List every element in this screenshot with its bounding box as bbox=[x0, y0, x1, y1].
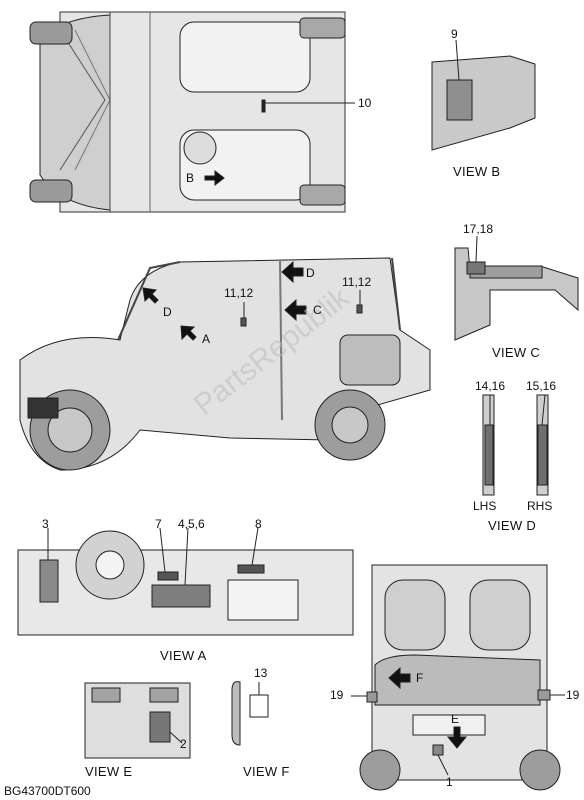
view-c-title: VIEW C bbox=[492, 345, 541, 360]
callout-19-left: 19 bbox=[330, 688, 344, 702]
view-f-title: VIEW F bbox=[243, 764, 290, 779]
view-e-panel bbox=[84, 682, 191, 759]
callout-14-16: 14,16 bbox=[475, 379, 506, 393]
callout-d-top: D bbox=[306, 266, 315, 280]
lhs-label: LHS bbox=[473, 499, 497, 513]
view-d-panel bbox=[482, 394, 549, 496]
callout-d-left: D bbox=[163, 305, 172, 319]
rear-view-vehicle bbox=[351, 564, 565, 791]
view-b-title: VIEW B bbox=[453, 164, 501, 179]
rhs-label: RHS bbox=[527, 499, 553, 513]
callout-17-18: 17,18 bbox=[463, 222, 494, 236]
callout-2: 2 bbox=[180, 737, 187, 751]
callout-11-12-a: 11,12 bbox=[224, 286, 254, 300]
view-c-panel bbox=[454, 235, 579, 341]
callout-c: C bbox=[313, 303, 322, 317]
callout-15-16: 15,16 bbox=[526, 379, 557, 393]
callout-7: 7 bbox=[155, 517, 162, 531]
view-d-title: VIEW D bbox=[488, 518, 537, 533]
callout-f: F bbox=[416, 671, 424, 685]
top-view-vehicle bbox=[29, 11, 355, 213]
callout-4-5-6: 4,5,6 bbox=[178, 517, 205, 531]
callout-11-12-b: 11,12 bbox=[342, 275, 372, 289]
view-b-panel bbox=[431, 39, 536, 151]
view-e-title: VIEW E bbox=[85, 764, 133, 779]
callout-e: E bbox=[451, 712, 460, 726]
side-view-vehicle bbox=[19, 257, 431, 471]
callout-1: 1 bbox=[446, 775, 453, 789]
callout-3: 3 bbox=[42, 517, 49, 531]
callout-9: 9 bbox=[451, 27, 458, 41]
view-a-title: VIEW A bbox=[160, 648, 207, 663]
callout-b: B bbox=[186, 171, 195, 185]
view-a-dashboard bbox=[17, 527, 354, 636]
callout-13: 13 bbox=[254, 666, 268, 680]
callout-8: 8 bbox=[255, 517, 262, 531]
callout-10: 10 bbox=[358, 96, 372, 110]
callout-19-right: 19 bbox=[566, 688, 580, 702]
drawing-code: BG43700DT600 bbox=[4, 784, 91, 798]
view-f-panel bbox=[231, 681, 269, 746]
callout-a: A bbox=[202, 332, 211, 346]
